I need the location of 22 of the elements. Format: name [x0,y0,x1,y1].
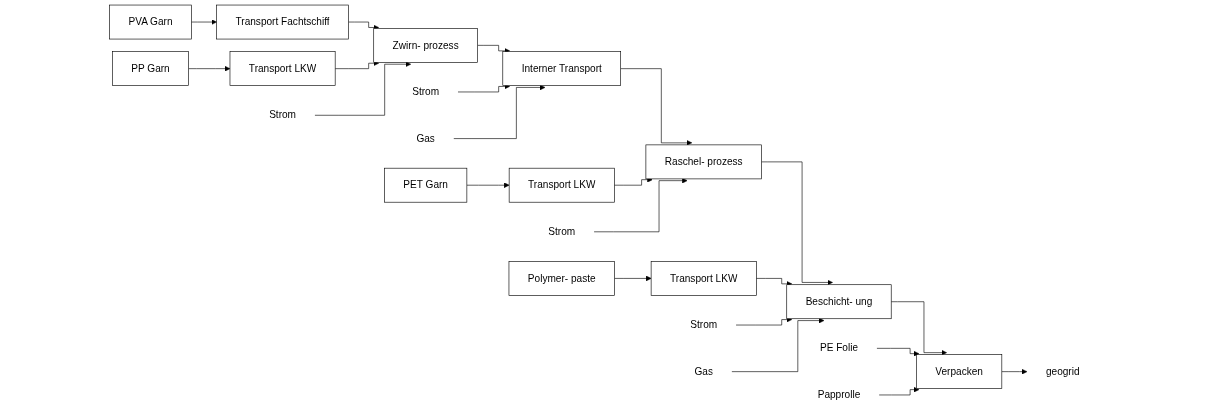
node-box: Beschicht- ung [786,284,892,320]
node-text: Gas [416,132,435,144]
node-text: PE Folie [819,342,859,354]
node-box: Transport Fachtschiff [216,4,349,40]
node-box: Transport LKW [650,261,757,296]
node-box: Interner Transport [502,51,621,86]
node-box: Zwirn- prozess [373,28,478,63]
node-box: Transport LKW [508,167,615,203]
node-box: PP Garn [112,51,189,86]
node-box: PET Garn [384,167,468,203]
node-text: Strom [412,86,440,98]
node-text: Strom [548,226,576,237]
node-box: Transport LKW [229,51,336,86]
node-box: Verpacken [916,354,1003,389]
node-box: PVA Garn [109,4,192,40]
node-text: Gas [694,365,713,377]
node-text: Strom [269,109,297,121]
node-text: geogrid [1045,365,1080,377]
node-box: Raschel- prozess [645,144,762,180]
node-text: Papprolle [817,389,861,400]
node-box: Polymer- paste [508,261,615,296]
node-text: Strom [690,319,718,331]
